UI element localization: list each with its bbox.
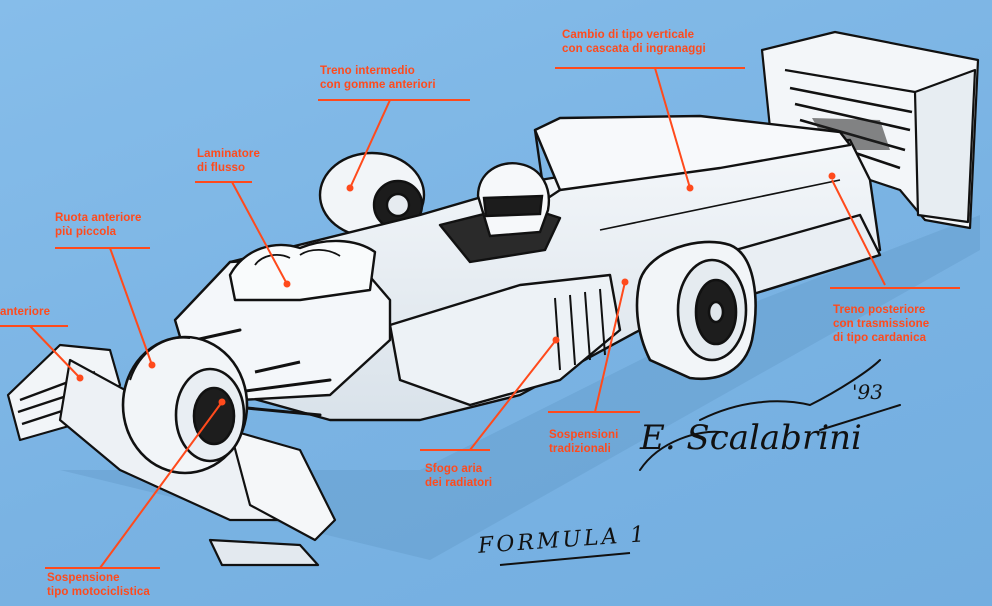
label-trad-suspension-line1: Sospensioni [549, 429, 619, 441]
signature-name: E. Scalabrini [640, 418, 862, 458]
label-rear-axle-line3: di tipo cardanica [833, 332, 927, 344]
label-rear-axle: Treno posteriore con trasmissione di tip… [833, 303, 929, 345]
label-rear-axle-line2: con trasmissione [833, 318, 930, 330]
label-front-wheel-line2: più piccola [55, 226, 117, 238]
nose-stripe [254, 360, 301, 374]
signature-year: '93 [852, 380, 883, 404]
label-mid-axle: Treno intermedio con gomme anteriori [320, 64, 436, 92]
label-gearbox: Cambio di tipo verticale con cascata di … [562, 28, 706, 56]
label-trad-suspension-line2: tradizionali [549, 443, 611, 455]
label-rear-axle-line1: Treno posteriore [833, 304, 926, 316]
label-mid-axle-line1: Treno intermedio [320, 65, 415, 77]
label-front-wheel-line1: Ruota anteriore [55, 212, 142, 224]
leader-lines [0, 67, 960, 569]
leader-dots [76, 172, 836, 406]
label-moto-suspension-line2: tipo motociclistica [47, 586, 150, 598]
label-gearbox-line1: Cambio di tipo verticale [562, 29, 695, 41]
label-mid-axle-line2: con gomme anteriori [320, 79, 436, 91]
label-flow-laminator-line1: Laminatore [197, 148, 260, 160]
label-moto-suspension-line1: Sospensione [47, 572, 120, 584]
label-radiator-vent-line1: Sfogo aria [425, 463, 483, 475]
rear-wing [760, 30, 980, 230]
label-radiator-vent-line2: dei radiatori [425, 477, 493, 489]
driver-helmet [476, 162, 551, 238]
signature-year-text: '93 [852, 380, 883, 404]
label-moto-suspension: Sospensione tipo motociclistica [47, 571, 150, 599]
caption-underline [499, 552, 631, 566]
label-front-wheel: Ruota anteriore più piccola [55, 211, 142, 239]
label-front-wing: anteriore [0, 305, 50, 319]
signature-stroke [639, 359, 901, 471]
label-flow-laminator-line2: di flusso [197, 162, 246, 174]
label-trad-suspension: Sospensioni tradizionali [549, 428, 618, 456]
label-gearbox-line2: con cascata di ingranaggi [562, 43, 706, 55]
car-body [173, 114, 882, 422]
label-flow-laminator: Laminatore di flusso [197, 147, 260, 175]
label-radiator-vent: Sfogo aria dei radiatori [425, 462, 492, 490]
label-front-wing-line1: anteriore [0, 306, 51, 318]
near-rear-tire [635, 240, 757, 381]
signature: E. Scalabrini [640, 418, 862, 458]
